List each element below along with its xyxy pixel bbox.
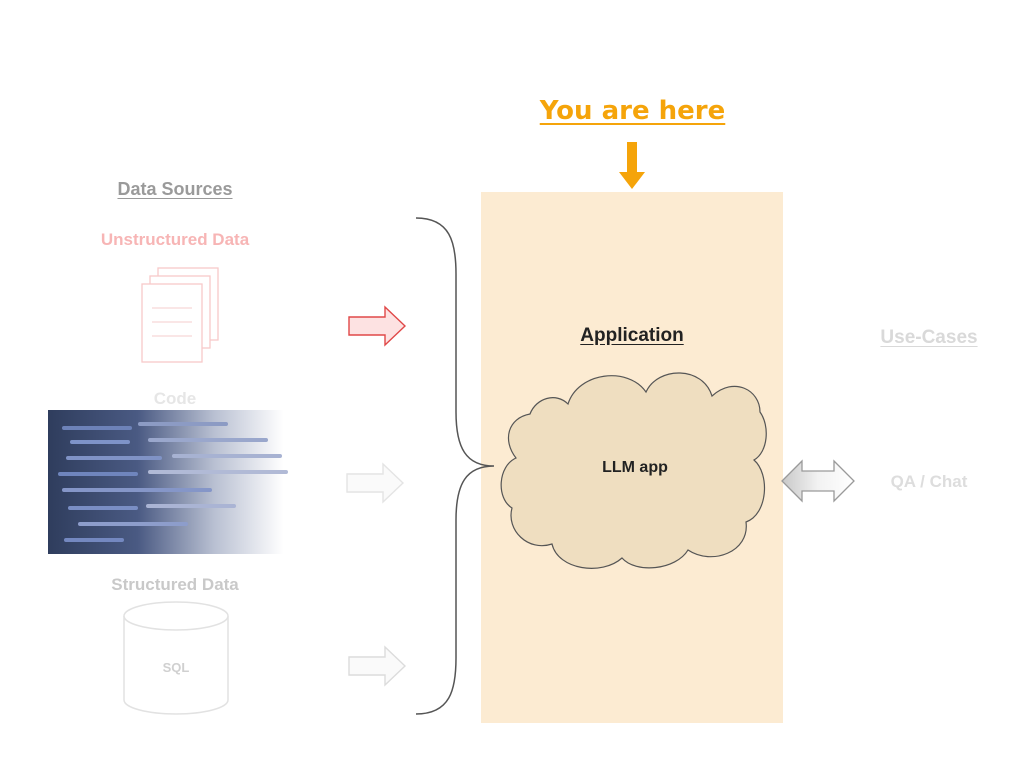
down-arrow-icon [619,142,645,189]
data-sources-title: Data Sources [117,179,233,199]
code-label: Code [153,389,197,408]
curly-brace [415,217,495,715]
structured-data-label: Structured Data [111,575,239,594]
unstructured-data-label: Unstructured Data [100,230,250,249]
llm-app-label: LLM app [602,459,668,476]
application-title: Application [580,325,684,346]
database-icon [123,601,229,715]
you-are-here-label: You are here [539,96,726,126]
bidirectional-arrow-icon [781,459,855,503]
use-cases-title: Use-Cases [880,327,978,348]
documents-icon [141,267,219,363]
llm-cloud [500,372,767,569]
qa-chat-label: QA / Chat [890,472,968,491]
sql-label: SQL [162,660,190,675]
code-arrow-icon [346,462,405,504]
unstructured-arrow-icon [348,305,407,347]
structured-arrow-icon [348,645,407,687]
code-image [48,410,304,554]
